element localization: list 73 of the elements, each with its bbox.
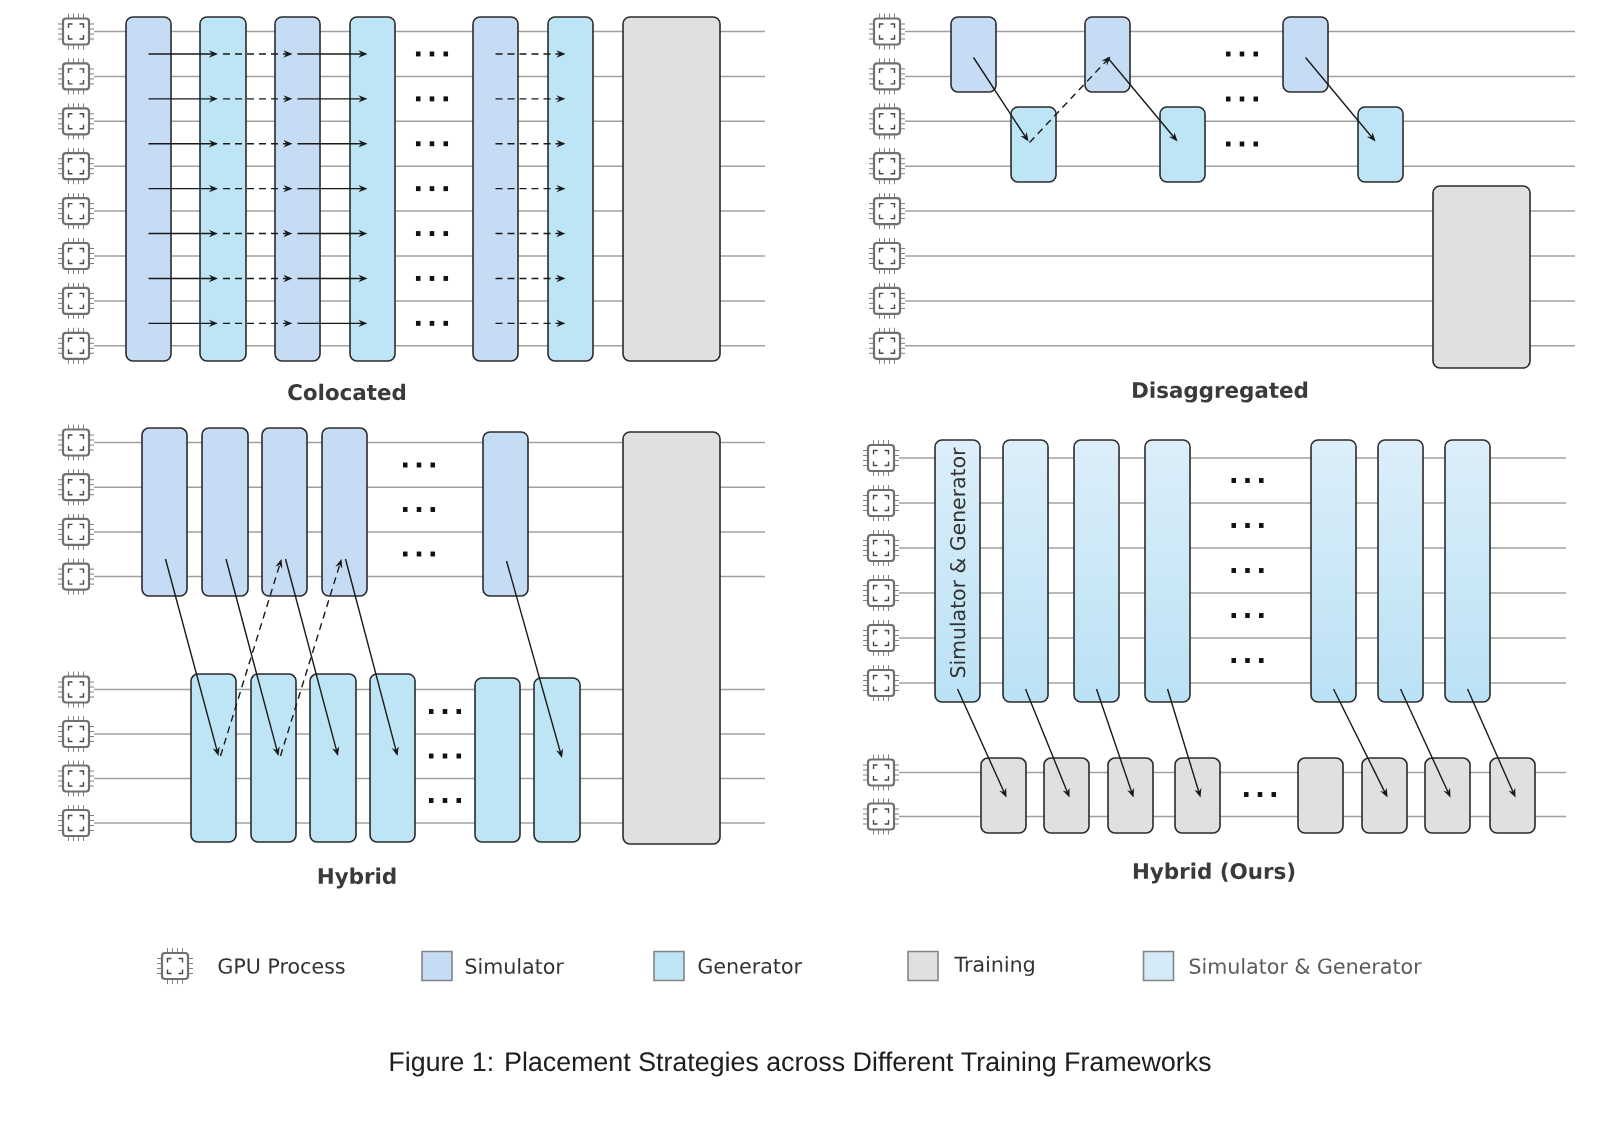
legend-label: GPU Process: [218, 958, 345, 974]
ellipsis: ...: [428, 753, 462, 759]
training-box: [1107, 757, 1154, 834]
generator-box: [199, 16, 247, 362]
generator-box: [533, 677, 581, 843]
panel-title: Colocated: [288, 383, 406, 401]
training-box: [980, 757, 1027, 834]
simulator-box: [1282, 16, 1329, 93]
simulator-box: [261, 427, 308, 597]
ellipsis: ...: [402, 462, 436, 468]
simulator-box: [201, 427, 249, 597]
simulator-box: [1084, 16, 1131, 93]
legend-label: Simulator & Generator: [1189, 958, 1422, 974]
simulator-generator-box: [1310, 439, 1357, 703]
panel-title: Disaggregated: [1133, 381, 1308, 403]
training-box: [622, 431, 721, 845]
ellipsis: ...: [1225, 51, 1259, 57]
ellipsis: ...: [1231, 613, 1264, 618]
ellipsis: ...: [415, 186, 449, 192]
simulator-generator-box: [1073, 439, 1120, 703]
training-box: [1297, 757, 1344, 834]
ellipsis: ...: [415, 320, 449, 326]
simulator-box: [274, 16, 321, 362]
generator-box: [309, 673, 357, 843]
simulator-box: [141, 427, 188, 597]
training-box: [1489, 757, 1536, 834]
simulator-generator-box: Simulator & Generator: [934, 439, 981, 703]
simulator-generator-box: [1144, 439, 1191, 703]
ellipsis: ...: [1243, 792, 1277, 797]
training-box: [1043, 757, 1090, 834]
ellipsis: ...: [402, 551, 436, 557]
ellipsis: ...: [1225, 141, 1259, 147]
generator-box: [349, 16, 396, 362]
generator-box: [369, 673, 416, 843]
legend-label: Simulator: [465, 958, 564, 974]
ellipsis: ...: [1231, 523, 1264, 528]
simulator-box: [125, 16, 172, 362]
ellipsis: ...: [402, 507, 436, 512]
ellipsis: ...: [428, 709, 462, 714]
ellipsis: ...: [1225, 96, 1259, 102]
generator-box: [547, 16, 594, 362]
generator-box: [1159, 106, 1206, 183]
simulator-generator-box: [1377, 439, 1424, 703]
generator-box: [1010, 106, 1057, 183]
simulator-generator-box: [1002, 439, 1049, 703]
generator-box: [190, 673, 237, 843]
ellipsis: ...: [1231, 658, 1264, 663]
legend-label: Generator: [698, 958, 802, 974]
training-box: [1424, 757, 1471, 834]
legend-label: Training: [954, 956, 1034, 976]
training-box: [1174, 757, 1221, 834]
panel-title: Hybrid (Ours): [1133, 862, 1295, 884]
ellipsis: ...: [415, 276, 449, 281]
training-box: [1432, 185, 1531, 369]
ellipsis: ...: [415, 141, 449, 147]
generator-box: [250, 673, 297, 843]
simulator-box: [950, 16, 997, 93]
panel-title: Hybrid: [318, 867, 396, 889]
generator-box: [1357, 106, 1404, 183]
caption: Figure 1: Placement Strategies across Different Training Frameworks: [390, 1051, 1211, 1077]
simulator-generator-box: [1444, 439, 1491, 703]
ellipsis: ...: [428, 798, 462, 803]
simulator-box: [321, 427, 368, 597]
training-box: [1361, 757, 1408, 834]
ellipsis: ...: [1231, 568, 1264, 573]
training-box: [622, 16, 721, 362]
ellipsis: ...: [1231, 478, 1264, 483]
simulator-box: [482, 431, 529, 597]
ellipsis: ...: [415, 231, 449, 236]
generator-box: [474, 677, 521, 843]
ellipsis: ...: [415, 96, 449, 102]
simulator-box: [472, 16, 519, 362]
ellipsis: ...: [415, 51, 449, 57]
